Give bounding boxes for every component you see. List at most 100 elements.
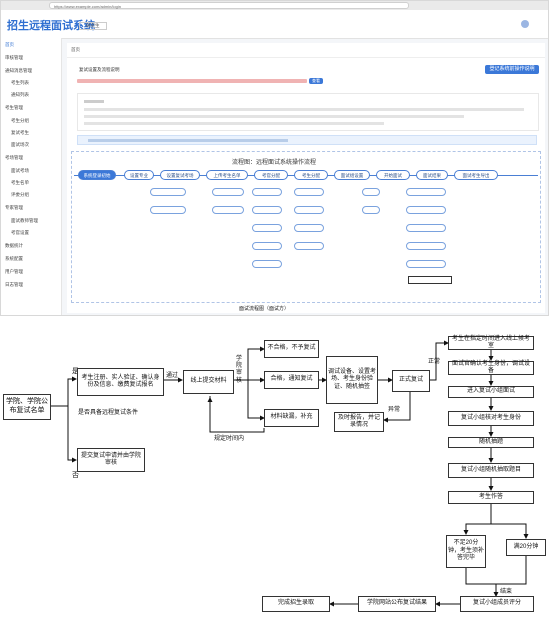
ui-flow-subitem <box>252 224 282 232</box>
ui-flow-step[interactable]: 上传考生名单 <box>206 170 248 180</box>
qualified-box: 合格，通知复试 <box>264 371 319 389</box>
avatar[interactable] <box>521 20 529 28</box>
sidebar-item[interactable]: 面试教师管理 <box>11 218 38 223</box>
college-review-label: 学院审核 <box>236 356 243 384</box>
ui-flow-title: 流程图：远程面试系统操作流程 <box>232 160 317 166</box>
deadline-label: 规定时间内 <box>214 436 245 442</box>
ui-flow-subitem <box>406 188 446 196</box>
ui-flow-subitem <box>252 260 282 268</box>
sidebar-item[interactable]: 考生列表 <box>11 80 29 85</box>
program-selector[interactable]: 研究生 <box>79 22 107 30</box>
ui-flow-step[interactable]: 面试组设置 <box>334 170 370 180</box>
abnormal-label: 异常 <box>388 407 401 413</box>
sidebar-item[interactable]: 考官设置 <box>11 230 29 235</box>
upload-box: 线上提交材料 <box>183 370 234 394</box>
flow-step: 考生作答 <box>448 491 534 504</box>
formal-interview-box: 正式复试 <box>392 370 430 392</box>
publish-box: 学院网站公布复试结果 <box>358 596 436 612</box>
notice-link[interactable]: 查看 <box>309 78 323 84</box>
sidebar-item[interactable]: 考生管理 <box>5 105 23 110</box>
sidebar-item[interactable]: 专家管理 <box>5 205 23 210</box>
sidebar: 首页 审核管理 通知消息管理 考生列表 通知列表 考生管理 考生分组 复试考生 … <box>1 38 62 315</box>
sidebar-item[interactable]: 评委分组 <box>11 192 29 197</box>
top-navigation: 招生远程面试系统 研究生 <box>1 10 548 39</box>
ui-flow-step[interactable]: 设置复试考场 <box>160 170 200 180</box>
browser-tab-bar: https://www.example.com/admin/login <box>1 1 548 10</box>
flow-step: 复试小组核对考生身份 <box>448 411 534 426</box>
ui-flow-subitem <box>294 206 324 214</box>
unqualified-box: 不合格，不予复试 <box>264 340 319 358</box>
score-box: 复试小组成员评分 <box>460 596 534 612</box>
sidebar-item[interactable]: 考场管理 <box>5 155 23 160</box>
ui-flow-subitem <box>406 260 446 268</box>
ui-flow-subitem <box>362 206 380 214</box>
prep-box: 调试设备、设置考场、考生身份验证、随机抽签 <box>326 356 378 404</box>
sidebar-item[interactable]: 通知消息管理 <box>5 68 32 73</box>
flow-step: 复试小组随机抽取题目 <box>448 463 534 478</box>
ui-flow-panel: 流程图：远程面试系统操作流程 系统登录初始 设置专业 设置复试考场 上传考生名单… <box>71 151 541 303</box>
short-answer-box: 不足20分钟，考生须补答完毕 <box>446 535 486 568</box>
ui-flow-caption: 面试流程图（面试方） <box>239 306 290 312</box>
ui-flow-step[interactable]: 开始面试 <box>376 170 410 180</box>
sidebar-item[interactable]: 面试考场 <box>11 168 29 173</box>
normal-label: 正常 <box>428 359 441 365</box>
flow-step: 面试官确认考生身份，调试设备 <box>448 361 534 375</box>
instructions-button[interactable]: 登记系统前操作说明 <box>485 65 539 74</box>
app-title: 招生远程面试系统 <box>7 20 95 32</box>
admin-screenshot: https://www.example.com/admin/login 招生远程… <box>0 0 549 316</box>
main-content: 首页 复试设置及流程说明 登记系统前操作说明 查看 流程图：远程面试系统操作流程… <box>67 43 545 313</box>
ui-flow-step[interactable]: 面试结果 <box>416 170 448 180</box>
ui-flow-step[interactable]: 系统登录初始 <box>78 170 116 180</box>
flow-step: 考生在指定时间进入线上候考室 <box>448 336 534 350</box>
ui-flow-step[interactable]: 设置专业 <box>124 170 154 180</box>
sidebar-item[interactable]: 系统配置 <box>5 256 23 261</box>
ui-flow-step[interactable]: 考生分配 <box>294 170 328 180</box>
breadcrumb: 首页 <box>71 47 80 52</box>
notes-panel <box>77 93 539 131</box>
admit-box: 完成招生录取 <box>262 596 330 612</box>
info-bar <box>77 135 537 145</box>
ui-flow-subitem <box>294 224 324 232</box>
registration-box: 考生注册、实人验证、确认身份及信息、缴费复试报名 <box>77 368 164 396</box>
ui-flow-step[interactable]: 考官分配 <box>254 170 288 180</box>
flow-step: 随机抽题 <box>448 437 534 448</box>
ui-flow-subitem <box>150 188 186 196</box>
sidebar-item-home[interactable]: 首页 <box>5 42 14 47</box>
sidebar-item[interactable]: 数据统计 <box>5 243 23 248</box>
sidebar-item[interactable]: 面试场次 <box>11 142 29 147</box>
sidebar-item[interactable]: 审核管理 <box>5 55 23 60</box>
full-time-box: 满20分钟 <box>506 539 546 556</box>
condition-question: 是否具备远程复试条件 <box>78 410 139 416</box>
ui-flow-subitem <box>252 206 282 214</box>
sidebar-item[interactable]: 用户管理 <box>5 269 23 274</box>
ui-flow-subitem <box>406 224 446 232</box>
ui-flow-subitem <box>252 242 282 250</box>
ui-flow-subitem <box>212 188 244 196</box>
sidebar-item[interactable]: 考生分组 <box>11 118 29 123</box>
sidebar-item[interactable]: 通知列表 <box>11 92 29 97</box>
notice-line <box>77 79 307 83</box>
ui-flow-subitem <box>294 188 324 196</box>
step-title: 复试设置及流程说明 <box>79 67 120 72</box>
address-bar[interactable]: https://www.example.com/admin/login <box>49 2 409 9</box>
yes-label: 是 <box>72 368 79 375</box>
no-label: 否 <box>72 472 79 479</box>
divider <box>67 57 545 58</box>
ui-flow-subitem <box>406 206 446 214</box>
ui-flow-note <box>408 276 452 284</box>
sidebar-item[interactable]: 复试考生 <box>11 130 29 135</box>
ui-flow-subitem <box>294 242 324 250</box>
ui-flow-step[interactable]: 面试考生导出 <box>454 170 498 180</box>
sidebar-item[interactable]: 日志管理 <box>5 282 23 287</box>
ui-flow-subitem <box>362 188 380 196</box>
start-box: 学院、学院公布复试名单 <box>3 394 51 420</box>
ui-flow-subitem <box>406 242 446 250</box>
approve-label: 通过 <box>166 373 179 379</box>
end-label: 结束 <box>500 589 513 595</box>
offline-apply-box: 提交复试申请并由学院审核 <box>77 448 145 472</box>
flow-step: 进入复试小组面试 <box>448 386 534 398</box>
sidebar-item[interactable]: 考生名单 <box>11 180 29 185</box>
incomplete-box: 材料缺漏，补充 <box>264 409 319 427</box>
ui-flow-subitem <box>150 206 186 214</box>
